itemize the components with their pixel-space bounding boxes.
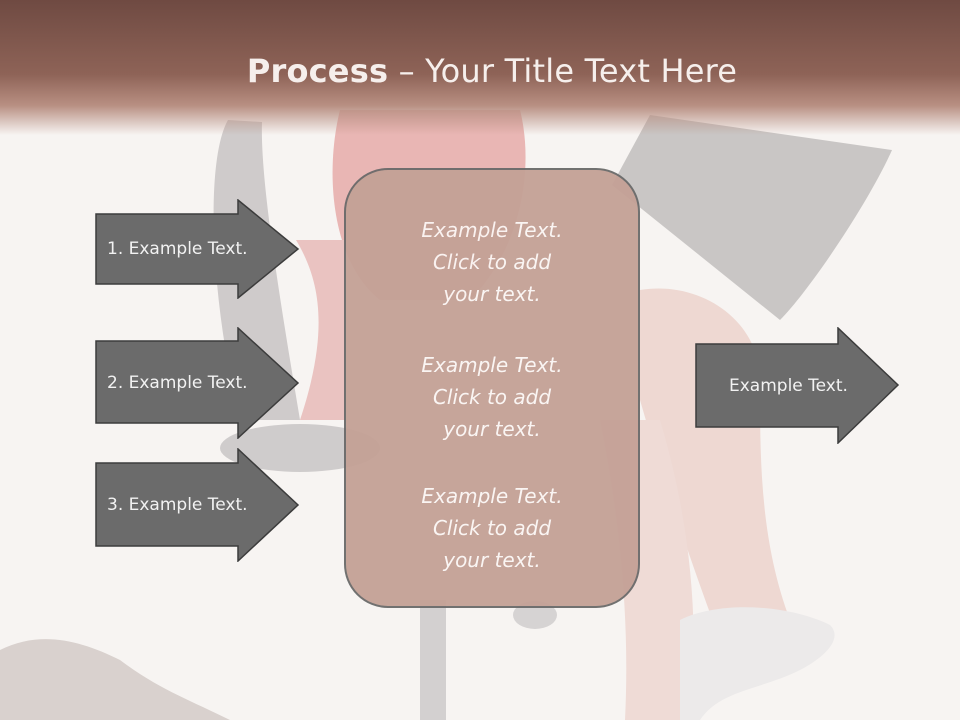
arrow-right-shape xyxy=(95,199,300,299)
title-band xyxy=(0,0,960,135)
right-arrow-label: Example Text. xyxy=(729,375,848,396)
title-bold: Process xyxy=(246,52,389,90)
title-dash: – xyxy=(388,52,426,90)
left-arrow-2-label: 2. Example Text. xyxy=(107,373,248,393)
left-arrow-3-label: 3. Example Text. xyxy=(107,495,248,515)
title-rest: Your Title Text Here xyxy=(425,52,738,90)
paragraph-line: your text. xyxy=(443,417,541,441)
center-paragraph-2: Example Text. Click to add your text. xyxy=(346,349,638,445)
center-paragraph-3: Example Text. Click to add your text. xyxy=(346,480,638,576)
paragraph-line: Click to add xyxy=(432,385,552,409)
left-arrow-1[interactable]: 1. Example Text. xyxy=(95,199,300,299)
slide-title: Process – Your Title Text Here xyxy=(0,52,960,90)
arrow-right-shape xyxy=(95,327,300,439)
left-arrow-2[interactable]: 2. Example Text. xyxy=(95,327,300,439)
paragraph-line: your text. xyxy=(443,282,541,306)
paragraph-line: Click to add xyxy=(432,516,552,540)
center-text-box[interactable]: Example Text. Click to add your text. Ex… xyxy=(344,168,640,608)
left-arrow-1-label: 1. Example Text. xyxy=(107,239,248,259)
right-arrow[interactable]: Example Text. xyxy=(695,327,900,444)
arrow-right-shape xyxy=(695,327,900,444)
paragraph-line: Example Text. xyxy=(421,353,563,377)
center-paragraph-1: Example Text. Click to add your text. xyxy=(346,214,638,310)
paragraph-line: Example Text. xyxy=(421,484,563,508)
paragraph-line: Example Text. xyxy=(421,218,563,242)
arrow-right-shape xyxy=(95,448,300,562)
paragraph-line: Click to add xyxy=(432,250,552,274)
paragraph-line: your text. xyxy=(443,548,541,572)
left-arrow-3[interactable]: 3. Example Text. xyxy=(95,448,300,562)
